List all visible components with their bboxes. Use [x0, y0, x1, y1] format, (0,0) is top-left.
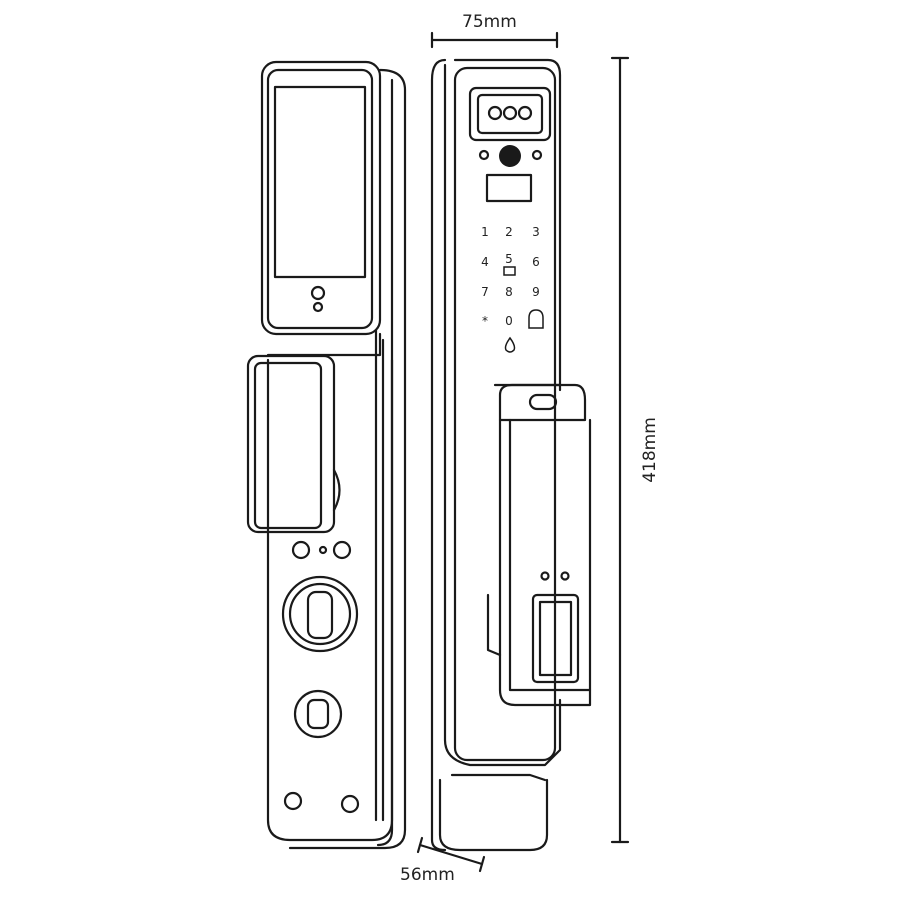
doorbell-icon[interactable] — [528, 309, 544, 329]
outer-panel-view: 1 2 3 4 5 6 7 8 9 * 0 — [430, 58, 592, 852]
keypad: 1 2 3 4 5 6 7 8 9 * 0 — [481, 225, 544, 353]
key[interactable]: 1 — [481, 225, 489, 239]
depth-label: 56mm — [400, 865, 455, 885]
key[interactable]: 9 — [532, 285, 540, 299]
camera-icon — [310, 285, 326, 301]
height-label: 418mm — [640, 417, 660, 483]
card-reader — [485, 173, 533, 203]
dimension-width: 75mm — [430, 12, 559, 49]
key[interactable]: 6 — [532, 255, 540, 269]
dimension-height: 418mm — [610, 56, 660, 844]
key[interactable]: 0 — [505, 314, 513, 328]
thumb-turn-knob — [281, 575, 359, 653]
key[interactable]: 2 — [505, 225, 513, 239]
key[interactable]: 7 — [481, 285, 489, 299]
screw-icon — [283, 791, 303, 811]
camera-icon — [499, 145, 521, 167]
screw-icon — [340, 794, 360, 814]
outer-handle-top — [498, 383, 587, 422]
key[interactable]: 4 — [481, 255, 489, 269]
inner-handle — [246, 354, 336, 534]
dimension-depth: 56mm — [400, 836, 486, 885]
fingerprint-sensor — [528, 393, 558, 411]
width-label: 75mm — [462, 12, 517, 32]
inner-panel-view — [246, 60, 407, 850]
key[interactable]: 5 — [505, 252, 513, 266]
key[interactable]: 8 — [505, 285, 513, 299]
key[interactable]: 3 — [532, 225, 540, 239]
key[interactable]: * — [482, 314, 488, 328]
display-screen — [273, 85, 367, 279]
fingerprint-icon — [504, 336, 516, 353]
secondary-knob — [293, 689, 343, 739]
display-housing — [260, 60, 382, 336]
